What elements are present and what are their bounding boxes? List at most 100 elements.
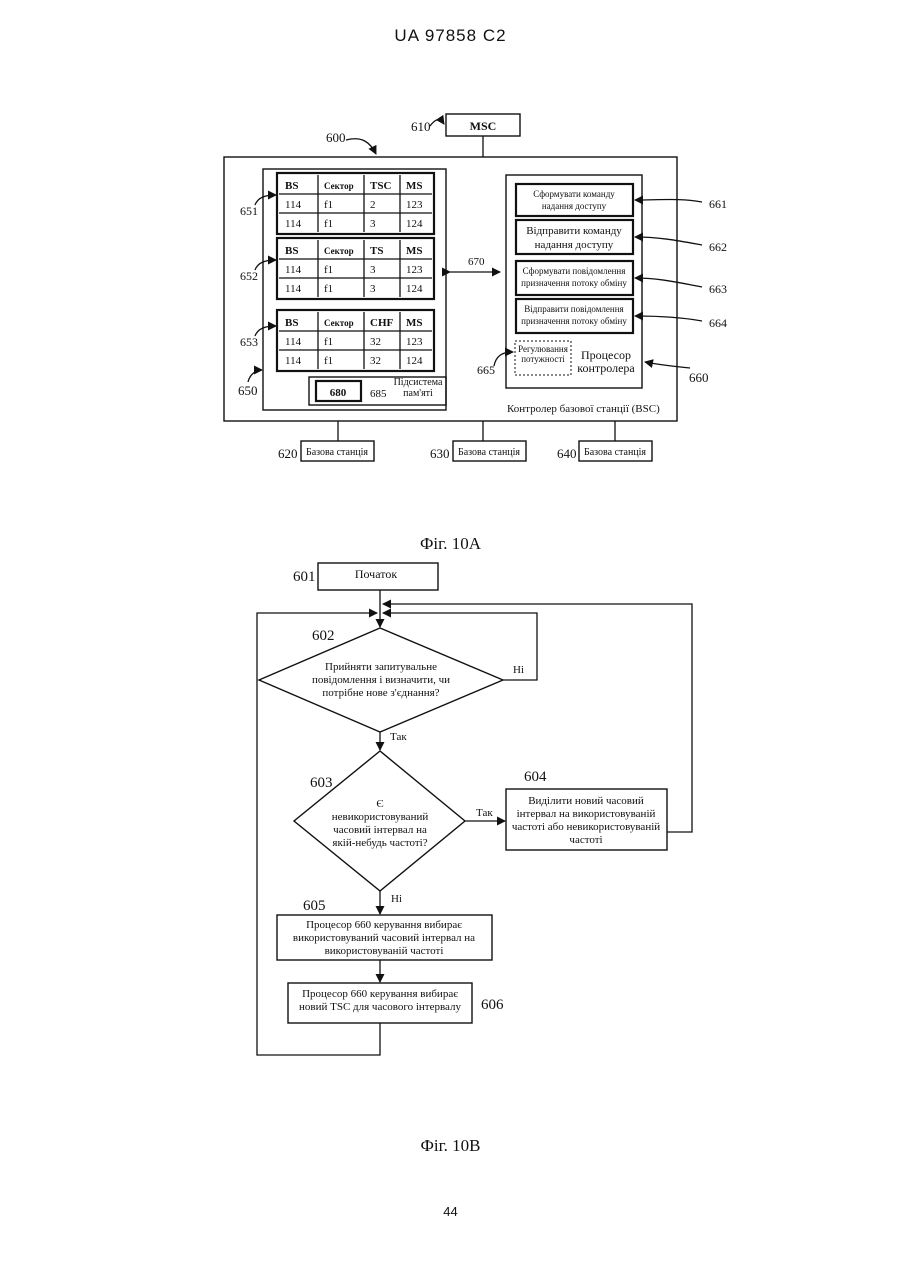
table-ref: 651 — [240, 204, 258, 218]
decision1-ref: 602 — [312, 628, 335, 644]
table-header-cell: Сектор — [324, 246, 354, 256]
msc-ref-arrow — [430, 120, 444, 126]
decision2-line4: якій-небудь частоті? — [332, 837, 427, 849]
table-cell: 114 — [285, 218, 302, 230]
processor-label-line1: Процесор — [581, 348, 631, 362]
power-control-ref: 665 — [477, 363, 495, 377]
table-header-cell: BS — [285, 245, 298, 257]
processor-ref: 660 — [689, 370, 709, 385]
table-cell: 124 — [406, 355, 423, 367]
base-station-620-ref: 620 — [278, 446, 298, 461]
table-header-cell: Сектор — [324, 318, 354, 328]
table-cell: 3 — [370, 264, 376, 276]
table-ref-arrow — [255, 260, 276, 270]
processor-item-arrow — [635, 316, 702, 321]
table-ref-arrow — [255, 326, 276, 336]
table-header-cell: TSC — [370, 180, 391, 192]
memory-inner-ref: 685 — [370, 388, 387, 400]
power-control-line1: Регулювання — [518, 344, 568, 354]
processor-item-ref: 661 — [709, 197, 727, 211]
table-cell: 3 — [370, 218, 376, 230]
memory-table-653: BSСекторCHFMS114f132123114f132124653 — [240, 310, 434, 371]
table-cell: 114 — [285, 264, 302, 276]
msc-label: MSC — [470, 119, 497, 133]
table-cell: f1 — [324, 199, 333, 211]
table-cell: 114 — [285, 336, 302, 348]
decision2-line3: часовий інтервал на — [333, 824, 427, 836]
processor-item-line1: Відправити повідомлення — [524, 304, 623, 314]
table-cell: f1 — [324, 283, 333, 295]
figure-10b-caption: Фіг. 10В — [0, 1136, 901, 1156]
bsc-label: Контролер базової станції (BSC) — [507, 403, 660, 415]
processor-item-line1: Відправити команду — [526, 225, 622, 237]
processor-item-arrow — [635, 237, 702, 245]
memory-label-line1: Підсистема — [394, 377, 443, 388]
decision1-yes-label: Так — [390, 731, 407, 743]
processor-item-line1: Сформувати повідомлення — [523, 266, 626, 276]
memory-module-ref: 680 — [330, 387, 347, 399]
step604-ref: 604 — [524, 769, 547, 785]
table-header-cell: TS — [370, 245, 383, 257]
memory-label-line2: пам'яті — [403, 388, 433, 399]
table-cell: 32 — [370, 355, 381, 367]
base-station-640-ref: 640 — [557, 446, 577, 461]
processor-item-ref: 662 — [709, 240, 727, 254]
power-control-line2: потужності — [521, 354, 565, 364]
step606-line1: Процесор 660 керування вибирає — [302, 988, 458, 1000]
processor-item-ref: 663 — [709, 282, 727, 296]
processor-items: Сформувати командунадання доступу661Відп… — [516, 184, 727, 333]
decision1-no-label: Ні — [513, 664, 524, 676]
memory-table-652: BSСекторTSMS114f13123114f13124652 — [240, 238, 434, 299]
page-number: 44 — [0, 1204, 901, 1219]
memory-table-651: BSСекторTSCMS114f12123114f13124651 — [240, 173, 434, 234]
bsc-ref-arrow — [346, 139, 376, 154]
decision2-line1: Є — [376, 798, 383, 810]
table-cell: 114 — [285, 355, 302, 367]
decision1-line2: повідомлення і визначити, чи — [312, 674, 450, 686]
figure-10a-caption: Фіг. 10А — [0, 534, 901, 554]
step604-line4: частоті — [569, 834, 602, 846]
table-cell: f1 — [324, 218, 333, 230]
start-label: Початок — [355, 567, 397, 581]
table-cell: 2 — [370, 199, 376, 211]
decision2-ref: 603 — [310, 775, 333, 791]
table-header-cell: CHF — [370, 317, 394, 329]
processor-item-663: Сформувати повідомленняпризначення поток… — [516, 261, 727, 296]
figure-10b: Початок 601 602 Прийняти запитувальне по… — [257, 563, 692, 1055]
memory-ref-arrow — [248, 370, 262, 382]
table-cell: 114 — [285, 199, 302, 211]
table-header-cell: MS — [406, 245, 423, 257]
bsc-ref: 600 — [326, 130, 346, 145]
base-station-620-label: Базова станція — [306, 447, 368, 458]
step606-ref: 606 — [481, 997, 504, 1013]
base-station-640-label: Базова станція — [584, 447, 646, 458]
processor-item-arrow — [635, 200, 702, 203]
table-cell: 114 — [285, 283, 302, 295]
step604-line3: частоті або невикористовуваній — [512, 821, 660, 833]
decision1-line3: потрібне нове з'єднання? — [322, 687, 439, 699]
table-cell: f1 — [324, 264, 333, 276]
table-cell: 124 — [406, 218, 423, 230]
decision2-yes-label: Так — [476, 807, 493, 819]
table-cell: 123 — [406, 264, 423, 276]
processor-item-line2: надання доступу — [535, 239, 614, 251]
table-header-cell: BS — [285, 180, 298, 192]
step605-line3: використовуваній частоті — [325, 945, 444, 957]
processor-item-662: Відправити команду надання доступу 662 — [516, 220, 727, 254]
base-station-630-ref: 630 — [430, 446, 450, 461]
table-cell: 32 — [370, 336, 381, 348]
table-header-cell: MS — [406, 317, 423, 329]
step604-line1: Виділити новий часовий — [528, 795, 644, 807]
decision2-no-label: Ні — [391, 893, 402, 905]
processor-item-line2: призначення потоку обміну — [521, 316, 627, 326]
step604-line2: інтервал на використовуваній — [517, 808, 656, 820]
processor-item-ref: 664 — [709, 316, 727, 330]
processor-item-661: Сформувати командунадання доступу661 — [516, 184, 727, 216]
table-cell: 123 — [406, 336, 423, 348]
step605-ref: 605 — [303, 898, 326, 914]
table-cell: 3 — [370, 283, 376, 295]
memory-ref: 650 — [238, 383, 258, 398]
table-ref: 652 — [240, 269, 258, 283]
table-cell: f1 — [324, 336, 333, 348]
